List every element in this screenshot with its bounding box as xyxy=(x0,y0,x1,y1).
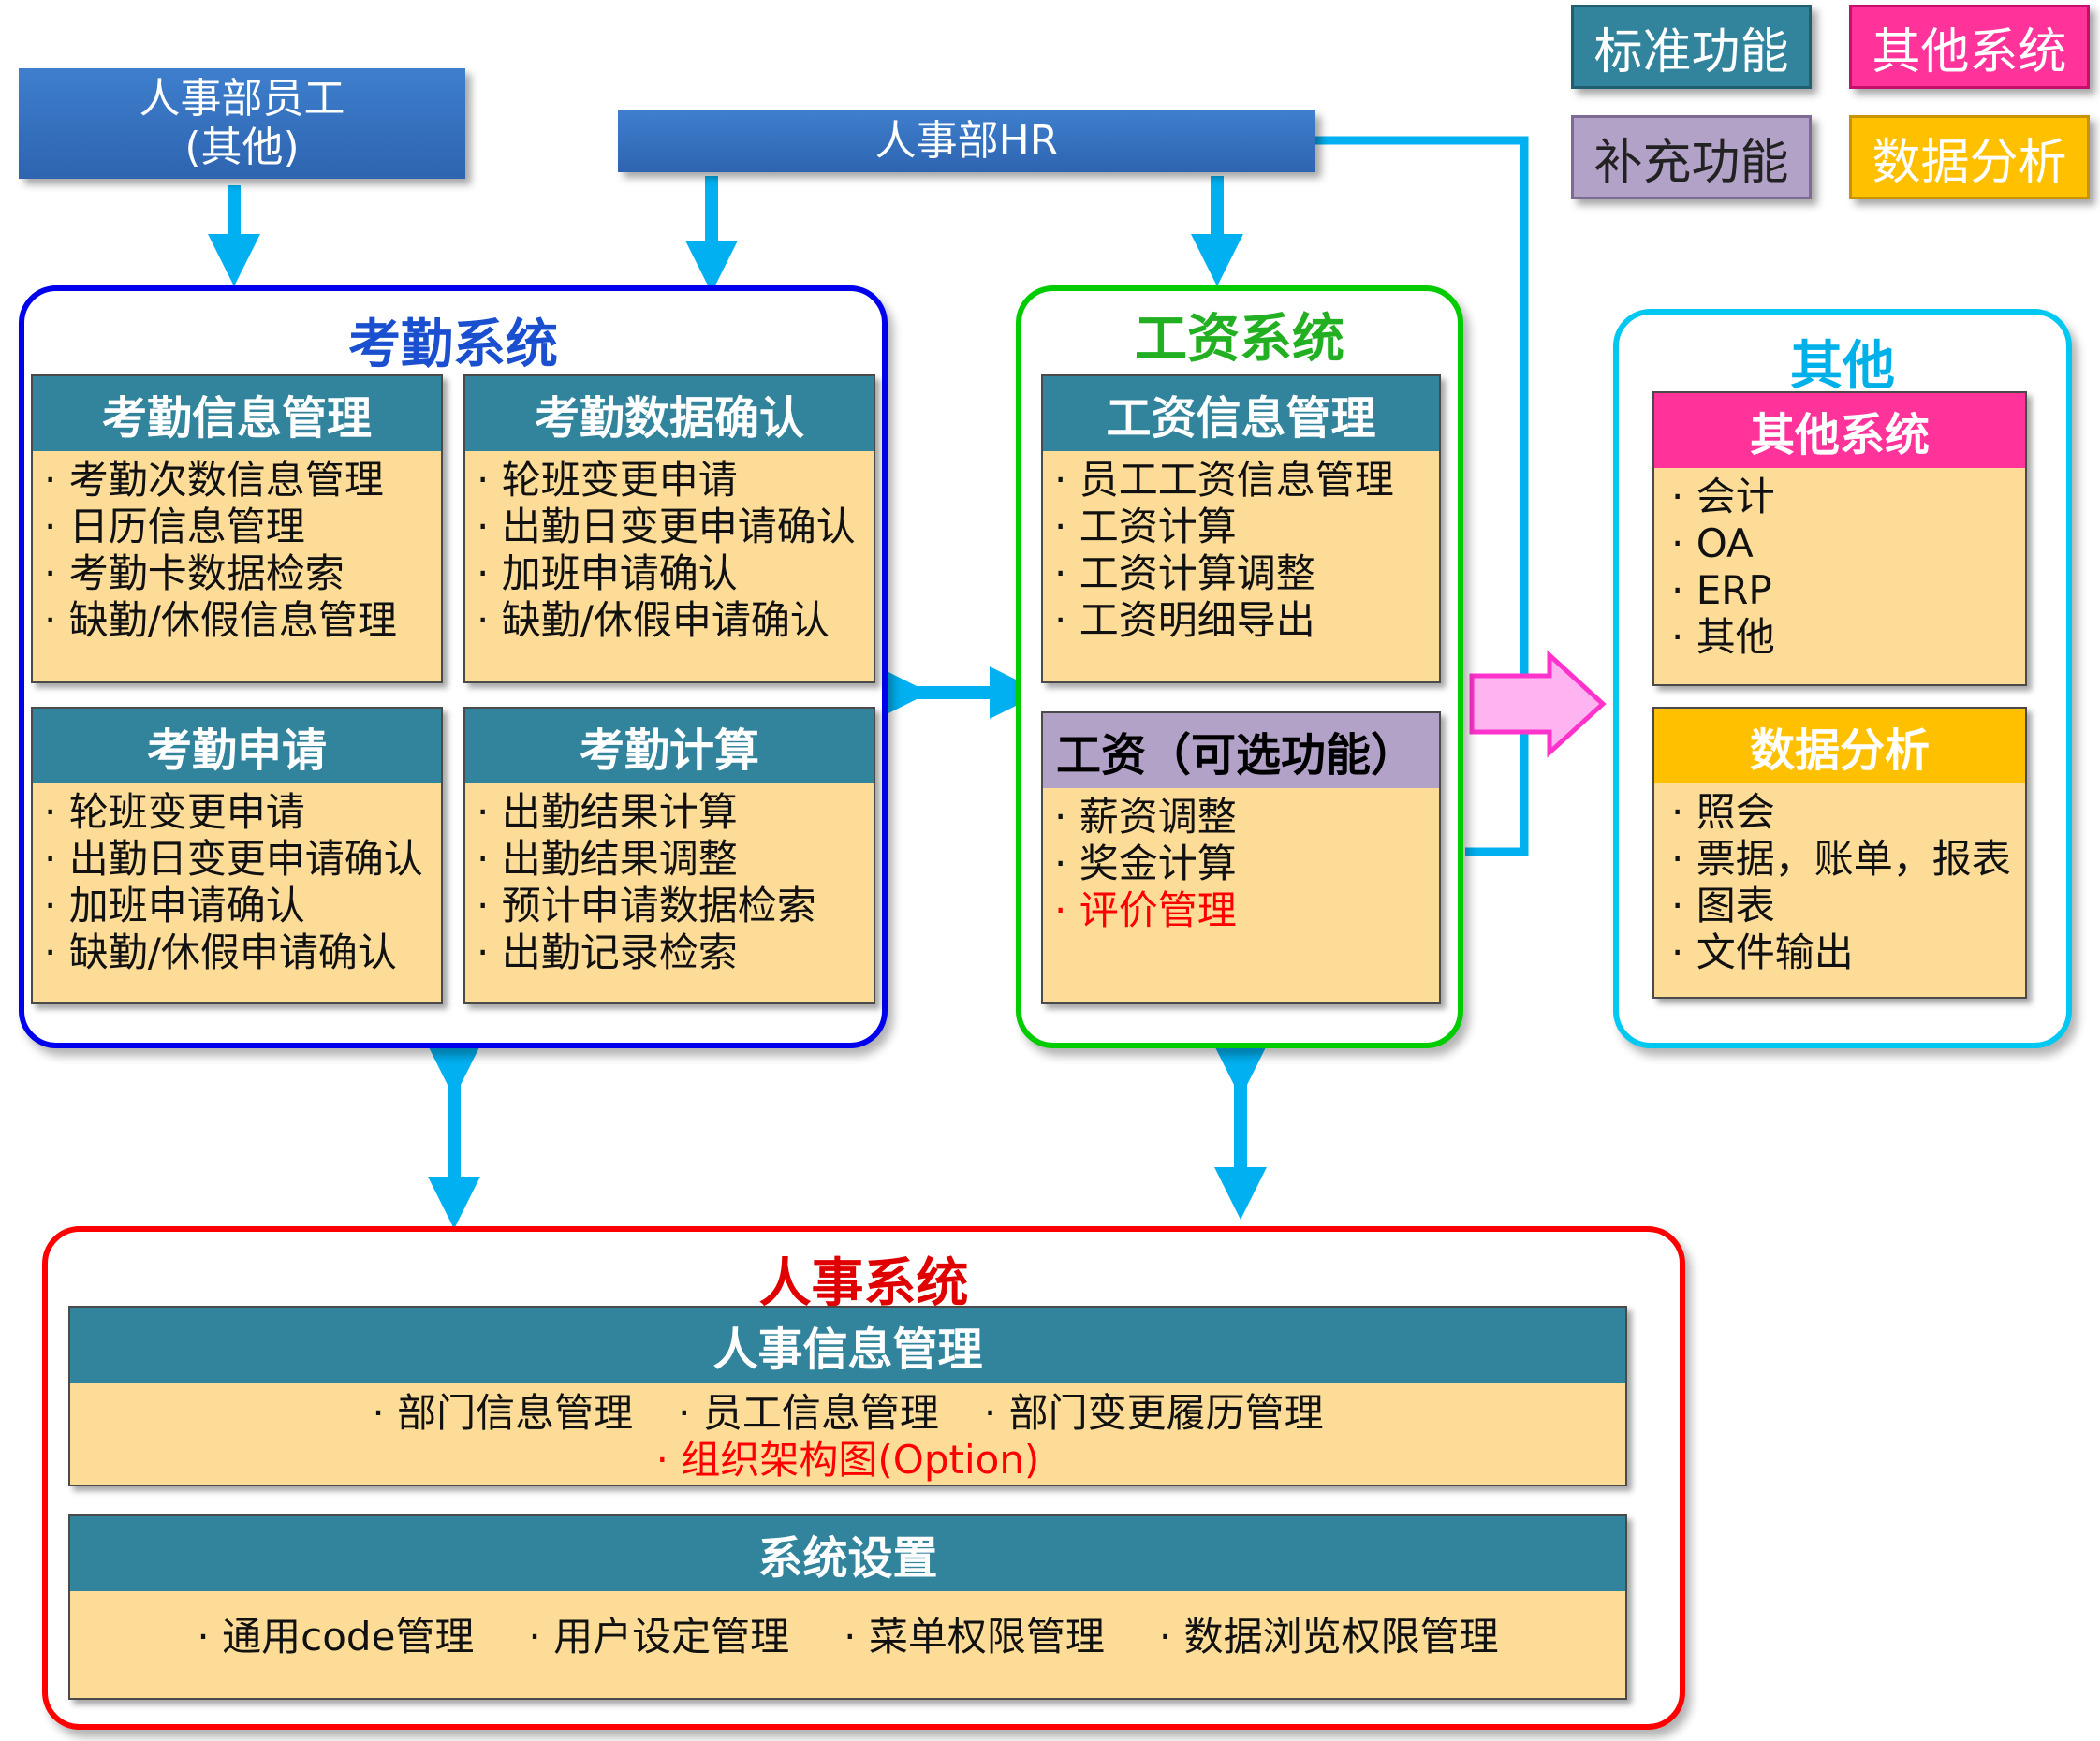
module-other-systems-title: 其他系统 xyxy=(1654,393,2025,468)
list-item: 部门信息管理 xyxy=(372,1390,633,1437)
hr-salary-elbow-line xyxy=(1315,136,1529,856)
module-data-analysis: 数据分析 照会 票据，账单，报表 图表 文件输出 xyxy=(1652,707,2027,999)
list-item: 加班申请确认 xyxy=(477,550,862,597)
list-item: 出勤日变更申请确认 xyxy=(477,504,862,550)
list-item: 组织架构图(Option) xyxy=(656,1437,1039,1484)
actor-hr-staff-line1: 人事部员工 xyxy=(139,75,345,123)
list-item: 预计申请数据检索 xyxy=(477,883,862,929)
module-hr-info: 人事信息管理 部门信息管理 员工信息管理 部门变更履历管理 组织架构图(Opti… xyxy=(68,1306,1627,1486)
list-item: 缺勤/休假信息管理 xyxy=(44,597,430,644)
module-attendance-calc: 考勤计算 出勤结果计算 出勤结果调整 预计申请数据检索 出勤记录检索 xyxy=(463,707,875,1004)
settings-row: 通用code管理 用户设定管理 菜单权限管理 数据浏览权限管理 xyxy=(81,1614,1614,1661)
list-item: 通用code管理 xyxy=(197,1614,474,1661)
module-salary-optional-title: 工资（可选功能） xyxy=(1043,713,1439,788)
list-item: 出勤日变更申请确认 xyxy=(44,836,430,883)
list-item: 其他 xyxy=(1671,614,2014,661)
list-item: 员工工资信息管理 xyxy=(1054,457,1428,504)
list-item: 考勤次数信息管理 xyxy=(44,457,430,504)
list-item: ERP xyxy=(1671,567,2014,614)
module-attendance-calc-title: 考勤计算 xyxy=(465,709,874,783)
module-hr-info-title: 人事信息管理 xyxy=(70,1308,1625,1383)
hr-system-title: 人事系统 xyxy=(758,1253,969,1314)
list-item: 票据，账单，报表 xyxy=(1671,836,2014,883)
list-item: 员工信息管理 xyxy=(678,1390,939,1437)
list-item: 奖金计算 xyxy=(1054,841,1428,887)
module-system-settings: 系统设置 通用code管理 用户设定管理 菜单权限管理 数据浏览权限管理 xyxy=(68,1514,1627,1700)
list-item: 工资计算调整 xyxy=(1054,550,1428,597)
module-attendance-confirm-title: 考勤数据确认 xyxy=(465,376,874,451)
list-item: 轮班变更申请 xyxy=(477,457,862,504)
salary-system-title: 工资系统 xyxy=(1135,309,1344,370)
list-item: 工资明细导出 xyxy=(1054,597,1428,644)
attendance-system-title: 考勤系统 xyxy=(348,315,558,375)
list-item: 加班申请确认 xyxy=(44,883,430,929)
module-attendance-info: 考勤信息管理 考勤次数信息管理 日历信息管理 考勤卡数据检索 缺勤/休假信息管理 xyxy=(31,374,443,683)
hr-info-option-row: 组织架构图(Option) xyxy=(81,1437,1614,1484)
list-item: 部门变更履历管理 xyxy=(984,1390,1324,1437)
list-item: 出勤结果计算 xyxy=(477,789,862,836)
list-item: 数据浏览权限管理 xyxy=(1159,1614,1499,1661)
list-item: 工资计算 xyxy=(1054,504,1428,550)
module-salary-info: 工资信息管理 员工工资信息管理 工资计算 工资计算调整 工资明细导出 xyxy=(1041,374,1441,683)
list-item: OA xyxy=(1671,520,2014,567)
list-item: 照会 xyxy=(1671,789,2014,836)
list-item: 评价管理 xyxy=(1054,887,1428,934)
legend-other-system: 其他系统 xyxy=(1849,5,2090,89)
actor-hr-label: 人事部HR xyxy=(874,117,1059,165)
list-item: 文件输出 xyxy=(1671,929,2014,976)
module-other-systems: 其他系统 会计 OA ERP 其他 xyxy=(1652,391,2027,686)
list-item: 出勤记录检索 xyxy=(477,929,862,976)
module-attendance-confirm: 考勤数据确认 轮班变更申请 出勤日变更申请确认 加班申请确认 缺勤/休假申请确认 xyxy=(463,374,875,683)
module-data-analysis-title: 数据分析 xyxy=(1654,709,2025,783)
list-item: 日历信息管理 xyxy=(44,504,430,550)
actor-hr-staff: 人事部员工 (其他) xyxy=(19,68,465,179)
module-attendance-info-title: 考勤信息管理 xyxy=(33,376,441,451)
module-salary-optional: 工资（可选功能） 薪资调整 奖金计算 评价管理 xyxy=(1041,711,1441,1004)
list-item: 会计 xyxy=(1671,474,2014,520)
other-title: 其他 xyxy=(1790,336,1895,397)
legend-data-analysis: 数据分析 xyxy=(1849,115,2090,199)
list-item: 考勤卡数据检索 xyxy=(44,550,430,597)
module-attendance-apply: 考勤申请 轮班变更申请 出勤日变更申请确认 加班申请确认 缺勤/休假申请确认 xyxy=(31,707,443,1004)
list-item: 用户设定管理 xyxy=(528,1614,789,1661)
actor-hr-staff-line2: (其他) xyxy=(184,124,300,171)
list-item: 图表 xyxy=(1671,883,2014,929)
list-item: 缺勤/休假申请确认 xyxy=(44,929,430,976)
module-salary-info-title: 工资信息管理 xyxy=(1043,376,1439,451)
module-attendance-apply-title: 考勤申请 xyxy=(33,709,441,783)
actor-hr: 人事部HR xyxy=(618,110,1315,172)
legend-supplement: 补充功能 xyxy=(1571,115,1812,199)
legend-standard: 标准功能 xyxy=(1571,5,1812,89)
list-item: 轮班变更申请 xyxy=(44,789,430,836)
list-item: 缺勤/休假申请确认 xyxy=(477,597,862,644)
arrow-salary-to-other xyxy=(1469,650,1607,758)
list-item: 菜单权限管理 xyxy=(844,1614,1105,1661)
module-system-settings-title: 系统设置 xyxy=(70,1516,1625,1591)
list-item: 薪资调整 xyxy=(1054,794,1428,841)
list-item: 出勤结果调整 xyxy=(477,836,862,883)
hr-info-row: 部门信息管理 员工信息管理 部门变更履历管理 xyxy=(81,1390,1614,1437)
